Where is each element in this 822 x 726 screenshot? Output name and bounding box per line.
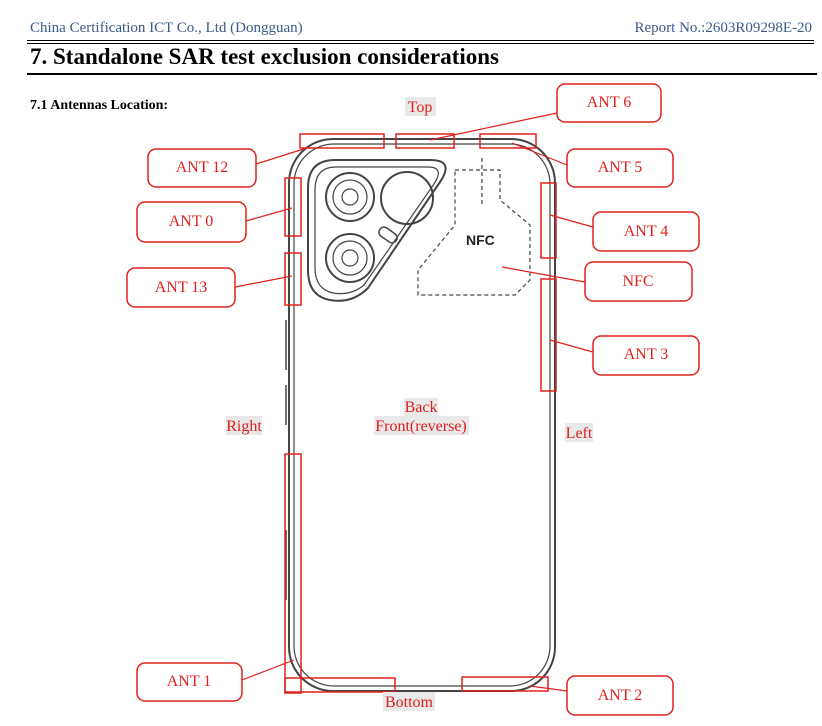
antenna-markers: [284, 133, 557, 694]
ant0-callout: [136, 201, 247, 243]
ant1-marker-vertical: [284, 453, 302, 694]
ant4-callout: [592, 211, 700, 252]
ant2-label: ANT 2: [598, 687, 643, 704]
ant13-label: ANT 13: [155, 279, 208, 296]
ant3-callout: [592, 335, 700, 376]
ant6-leader: [429, 112, 558, 141]
camera-module-inner: [314, 166, 439, 295]
ant1-marker-bottom: [284, 677, 396, 693]
ant5-leader: [511, 142, 568, 166]
back-label: Back: [405, 399, 438, 416]
front-reverse-label-bg: [374, 416, 469, 435]
left-label-bg: [565, 423, 593, 442]
ant0-label: ANT 0: [169, 213, 214, 230]
nfc-region: [417, 169, 531, 296]
ant12-leader: [255, 146, 311, 165]
bottom-label: Bottom: [385, 694, 434, 711]
ant1-label: ANT 1: [167, 673, 212, 690]
ant3-label: ANT 3: [624, 346, 669, 363]
ant4-label: ANT 4: [624, 223, 669, 240]
ant13-marker: [284, 252, 302, 306]
header-report-number: Report No.:2603R09298E-20: [634, 20, 813, 36]
front-reverse-label: Front(reverse): [375, 418, 467, 435]
title-rule: [27, 73, 817, 75]
ant0-leader: [245, 207, 293, 222]
nfc-label: NFC: [622, 273, 653, 290]
nfc-leader: [501, 266, 586, 283]
camera-lens-2-inner: [332, 240, 368, 276]
ant3-leader: [549, 339, 594, 353]
ant1-callout: [136, 662, 243, 702]
section-subtitle: 7.1 Antennas Location:: [30, 98, 169, 113]
ant4-marker: [540, 182, 557, 259]
bottom-label-bg: [383, 692, 435, 711]
leader-lines: [234, 112, 594, 692]
ant1-leader: [241, 659, 295, 681]
ant5-marker: [479, 133, 537, 149]
ant2-leader: [529, 685, 568, 692]
ant6-callout: [556, 83, 662, 123]
right-label-bg: [226, 416, 262, 435]
ant13-leader: [234, 275, 293, 288]
ant6-marker: [395, 133, 455, 149]
back-label-bg: [404, 398, 438, 416]
ant12-label: ANT 12: [176, 159, 229, 176]
right-label: Right: [226, 418, 262, 435]
ant2-marker: [461, 676, 549, 692]
top-label-bg: [405, 97, 436, 116]
header-rule-double: [27, 43, 814, 44]
phone-inner-outline: [293, 143, 551, 687]
nfc-callout: [584, 261, 693, 302]
callout-boxes: [126, 83, 700, 716]
ant5-callout: [566, 148, 674, 188]
camera-lens-1-center: [341, 188, 359, 206]
ant6-label: ANT 6: [587, 94, 632, 111]
phone-drawing: [285, 138, 556, 692]
ant5-label: ANT 5: [598, 159, 643, 176]
camera-module: [307, 159, 447, 302]
camera-lens-2: [325, 233, 375, 283]
camera-flash: [378, 226, 398, 244]
ant12-callout: [147, 148, 257, 188]
ant2-callout: [566, 675, 674, 716]
phone-outline: [288, 138, 556, 692]
top-label: Top: [408, 99, 433, 116]
ant13-callout: [126, 267, 236, 308]
left-label: Left: [566, 425, 593, 442]
ant12-marker: [299, 133, 385, 149]
header-company: China Certification ICT Co., Ltd (Donggu…: [30, 20, 303, 36]
callout-labels: ANT 6 ANT 12 ANT 5 ANT 0 ANT 4 ANT 13 NF…: [155, 94, 669, 704]
ant3-marker: [540, 278, 557, 392]
ant0-marker: [284, 177, 302, 237]
camera-lens-2-center: [341, 249, 359, 267]
nfc-marking: NFC: [466, 232, 495, 248]
camera-lens-1: [325, 172, 375, 222]
camera-lens-1-inner: [332, 179, 368, 215]
section-title: 7. Standalone SAR test exclusion conside…: [30, 44, 499, 69]
header-rule: [27, 40, 814, 41]
camera-lens-3: [380, 171, 434, 225]
ant4-leader: [549, 214, 594, 228]
